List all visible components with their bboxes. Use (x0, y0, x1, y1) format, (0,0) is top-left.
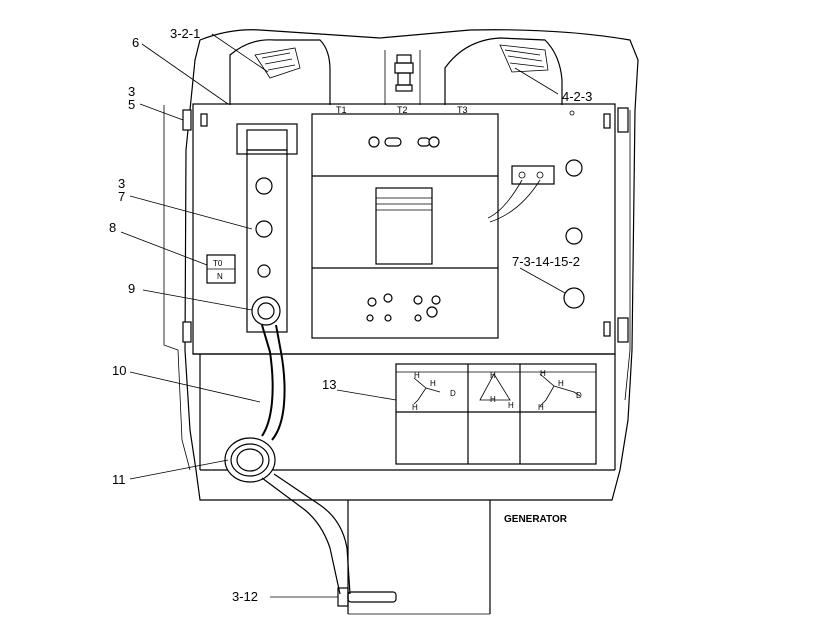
svg-text:H: H (538, 403, 544, 412)
svg-text:H: H (490, 395, 496, 404)
svg-text:D: D (450, 389, 456, 398)
svg-text:H: H (558, 379, 564, 388)
callout-3-2-1: 3-2-1 (170, 26, 200, 41)
side-bolts (182, 107, 629, 343)
svg-text:H: H (412, 403, 418, 412)
svg-text:H: H (508, 401, 514, 410)
svg-text:H: H (414, 371, 420, 380)
callout-6: 6 (132, 35, 139, 50)
terminal-t3-label: T3 (457, 105, 468, 115)
callout-13: 13 (322, 377, 336, 392)
generator-body: GENERATOR (347, 500, 568, 615)
inner-panel (311, 113, 499, 339)
top-terminal-plate[interactable] (192, 103, 616, 355)
leader-lines (120, 33, 566, 598)
svg-text:D: D (576, 391, 582, 400)
svg-text:H: H (430, 379, 436, 388)
callout-3a: 3 (128, 84, 135, 99)
callout-11: 11 (112, 472, 126, 487)
wiring-diagram-plate: H H D H H H H H H D H (395, 363, 597, 465)
right-panel-components (487, 110, 585, 309)
housing-outline (163, 29, 639, 501)
top-brackets (229, 37, 563, 105)
generator-label: GENERATOR (504, 514, 568, 525)
callout-7-3-14-15-2: 7-3-14-15-2 (512, 254, 580, 269)
callout-5: 5 (128, 97, 135, 112)
terminal-labels: T1 T2 T3 (336, 105, 468, 115)
tag-plate: T0 N (206, 254, 236, 284)
terminal-t2-label: T2 (397, 105, 408, 115)
callout-7: 7 (118, 189, 125, 204)
callout-3-12: 3-12 (232, 589, 258, 604)
callout-3b: 3 (118, 176, 125, 191)
tag-line1: T0 (213, 259, 223, 268)
svg-text:H: H (540, 369, 546, 378)
callout-9: 9 (128, 281, 135, 296)
callout-labels: 3-2-1 6 3 5 4-2-3 3 7 8 9 7-3-14-15-2 10… (109, 26, 592, 604)
left-mounting-strip (236, 123, 298, 333)
callout-10: 10 (112, 363, 126, 378)
callout-4-2-3: 4-2-3 (562, 89, 592, 104)
svg-text:H: H (490, 371, 496, 380)
tag-line2: N (217, 272, 223, 281)
terminal-t1-label: T1 (336, 105, 347, 115)
cable-gland-lower (224, 437, 276, 483)
cable-assembly (224, 324, 351, 595)
bottom-bolt (337, 587, 397, 607)
callout-8: 8 (109, 220, 116, 235)
